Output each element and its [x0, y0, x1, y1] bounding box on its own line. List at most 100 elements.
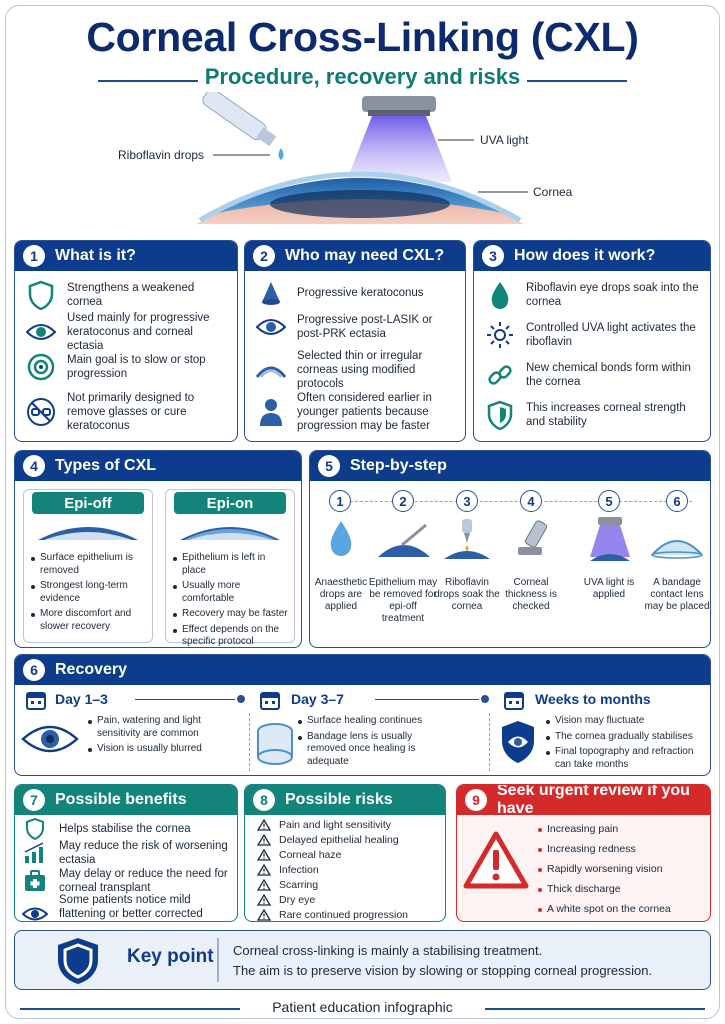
bullet: Surface epithelium is removed	[30, 552, 148, 577]
divider	[249, 713, 250, 771]
timeline-line	[135, 699, 235, 700]
sun-icon	[484, 319, 516, 351]
risk-item: Dry eye	[257, 894, 315, 906]
what-item: Used mainly for progressive keratoconus …	[25, 311, 231, 353]
target-icon	[25, 351, 57, 383]
dropper-icon	[444, 519, 490, 559]
chart-icon	[21, 839, 49, 867]
step-number: 4	[520, 490, 542, 512]
risk-item: Infection	[257, 864, 319, 876]
section-title: Recovery	[55, 661, 128, 678]
link-icon	[484, 359, 516, 391]
risk-text: Delayed epithelial healing	[279, 834, 399, 846]
footer-text: Patient education infographic	[272, 999, 453, 1015]
how-item: New chemical bonds form within the corne…	[484, 359, 706, 391]
thin-cornea-icon	[255, 354, 287, 386]
scraper-icon	[378, 523, 430, 557]
risk-item: Scarring	[257, 879, 318, 891]
section-number: 7	[23, 789, 45, 811]
bullet: Pain, watering and light sensitivity are…	[87, 715, 237, 740]
key-point-label: Key point	[127, 946, 214, 967]
step-text: A bandage contact lens may be placed	[644, 577, 710, 612]
item-text: Some patients notice mild flattening or …	[59, 894, 203, 920]
item-text: May reduce the risk of worsening ectasia	[59, 840, 228, 866]
bullet: Surface healing continues	[297, 715, 447, 728]
calendar-icon	[260, 692, 280, 710]
section-number: 3	[482, 245, 504, 267]
risk-text: Scarring	[279, 879, 319, 891]
bullet: Thick discharge	[537, 883, 707, 896]
page-title: Corneal Cross-Linking (CXL)	[86, 14, 639, 60]
contact-lens-icon	[651, 540, 703, 559]
benefit-item: Helps stabilise the cornea	[21, 817, 233, 841]
step-text: Riboflavin drops soak the cornea	[434, 577, 500, 612]
subtitle-rule-left	[98, 80, 198, 82]
item-text: Progressive post-LASIK or post-PRK ectas…	[297, 314, 433, 340]
step-text: Anaesthetic drops are applied	[314, 577, 368, 612]
how-item: Riboflavin eye drops soak into the corne…	[484, 279, 706, 311]
warning-icon	[463, 831, 529, 889]
bullet: Recovery may be faster	[172, 608, 290, 621]
warning-triangle-icon	[257, 849, 271, 861]
drop-icon	[330, 521, 352, 556]
key-point-text: Corneal cross-linking is mainly a stabil…	[233, 941, 652, 981]
risk-item: Pain and light sensitivity	[257, 819, 391, 831]
warning-triangle-icon	[257, 894, 271, 906]
what-item: Strengthens a weakened cornea	[25, 279, 231, 311]
risk-item: Rare continued progression	[257, 909, 408, 921]
step-number: 1	[329, 490, 351, 512]
section-number: 4	[23, 455, 45, 477]
step-number: 6	[666, 490, 688, 512]
eye-icon	[25, 316, 57, 348]
bullet: Increasing redness	[537, 843, 707, 856]
bullet: Usually more comfortable	[172, 580, 290, 605]
calendar-icon	[504, 692, 524, 710]
warning-triangle-icon	[257, 879, 271, 891]
period-bullets: Vision may fluctuate The cornea graduall…	[545, 715, 705, 774]
step-number: 5	[598, 490, 620, 512]
section-title: Step-by-step	[350, 457, 447, 474]
pachymeter-icon	[518, 520, 548, 555]
dropper-icon	[202, 92, 277, 147]
warning-triangle-icon	[257, 819, 271, 831]
item-text: May delay or reduce the need for corneal…	[59, 868, 228, 894]
item-text: New chemical bonds form within the corne…	[526, 362, 691, 388]
bullet: Vision may fluctuate	[545, 715, 705, 728]
bullet: Increasing pain	[537, 823, 707, 836]
item-text: This increases corneal strength and stab…	[526, 402, 686, 428]
footer-rule-left	[20, 1008, 240, 1010]
step-text: Epithelium may be removed for epi-off tr…	[368, 577, 438, 624]
risk-text: Pain and light sensitivity	[279, 819, 392, 831]
cone-icon	[255, 277, 287, 309]
epi-off-bullets: Surface epithelium is removed Strongest …	[30, 552, 148, 636]
item-text: Selected thin or irregular corneas using…	[297, 350, 423, 390]
item-text: Used mainly for progressive keratoconus …	[67, 312, 210, 352]
bullet: Rapidly worsening vision	[537, 863, 707, 876]
shield-icon	[484, 399, 516, 431]
epi-off-label: Epi-off	[32, 492, 144, 514]
section-title: Seek urgent review if you have	[497, 784, 690, 817]
drop-icon	[484, 279, 516, 311]
who-item: Progressive post-LASIK or post-PRK ectas…	[255, 311, 461, 343]
section-step-by-step: 5 Step-by-step 1 Anaesthetic drops are ap…	[309, 450, 711, 648]
item-text: Strengthens a weakened cornea	[67, 282, 195, 308]
timeline-dot	[237, 695, 245, 703]
uva-lamp-icon	[590, 517, 630, 561]
cornea-icon	[180, 527, 280, 540]
divider	[217, 938, 219, 982]
benefit-item: May reduce the risk of worsening ectasia	[21, 839, 233, 867]
warning-triangle-icon	[257, 864, 271, 876]
benefit-item: May delay or reduce the need for corneal…	[21, 867, 233, 895]
steps-connector	[330, 501, 692, 502]
section-number: 5	[318, 455, 340, 477]
item-text: Not primarily designed to remove glasses…	[67, 392, 195, 432]
section-number: 2	[253, 245, 275, 267]
section-header: 5 Step-by-step	[310, 451, 710, 481]
